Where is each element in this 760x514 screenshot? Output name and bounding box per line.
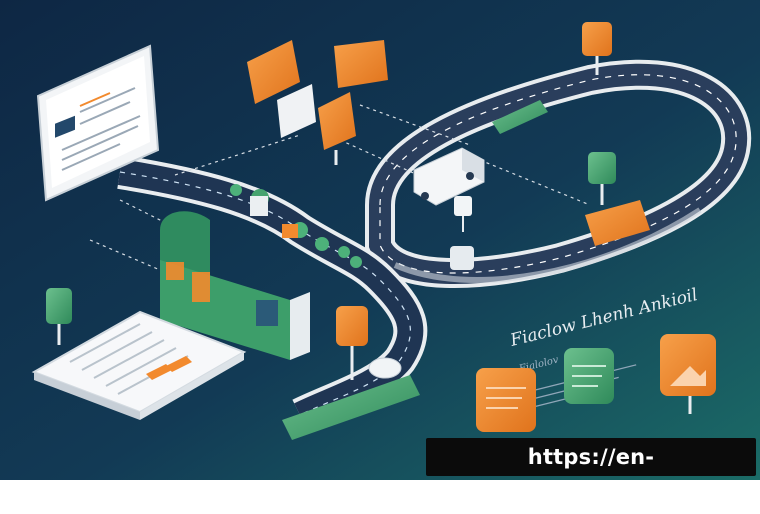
- winding-road: [117, 155, 428, 440]
- white-car-icon: [368, 357, 402, 379]
- oval-race-track: [365, 59, 752, 289]
- isometric-road-illustration: Fiaclow Lhenh Ankioil Fialolov: [0, 0, 760, 480]
- green-train: [492, 100, 548, 134]
- floating-cards-top: [247, 40, 388, 165]
- document-board-icon: [31, 310, 247, 420]
- watermark-url: https://en-pubmng.in4u.net: [426, 438, 756, 507]
- white-truck-icon: [413, 147, 485, 206]
- roadside-details: [230, 184, 362, 268]
- browser-window-panel: [36, 44, 160, 202]
- green-sign-mid: [588, 152, 616, 205]
- white-pole-sign: [450, 196, 474, 270]
- green-building-block: [160, 211, 310, 360]
- green-signpost-left: [46, 288, 72, 345]
- orange-billboard: [585, 200, 650, 246]
- bottom-right-cards: [476, 334, 716, 432]
- pin-sign-top-right: [582, 22, 612, 75]
- orange-sign-road: [336, 306, 368, 380]
